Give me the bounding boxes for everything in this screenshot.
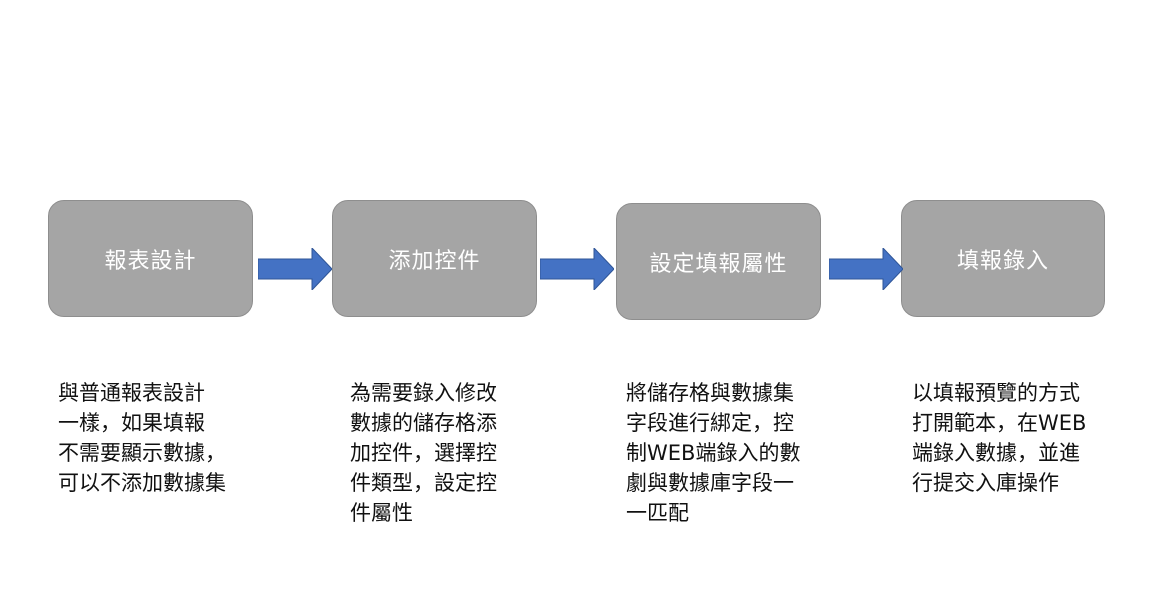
arrow-right-icon <box>829 248 903 290</box>
step-label: 報表設計 <box>104 248 197 274</box>
arrow-right-icon <box>258 248 332 290</box>
step-box-fill-attributes: 設定填報屬性 <box>616 203 821 320</box>
step-description-report-design: 與普通報表設計 一樣，如果填報 不需要顯示數據， 可以不添加數據集 <box>58 381 226 495</box>
step-label: 填報錄入 <box>956 248 1049 274</box>
step-description-data-entry: 以填報預覽的方式 打開範本，在WEB 端錄入數據，並進 行提交入庫操作 <box>912 381 1087 495</box>
step-box-data-entry: 填報錄入 <box>901 200 1105 317</box>
step-box-add-controls: 添加控件 <box>332 200 537 317</box>
arrow-right-icon <box>540 248 614 290</box>
step-label: 設定填報屬性 <box>649 251 788 277</box>
step-description-add-controls: 為需要錄入修改 數據的儲存格添 加控件，選擇控 件類型，設定控 件屬性 <box>350 381 497 525</box>
step-description-fill-attributes: 將儲存格與數據集 字段進行綁定，控 制WEB端錄入的數 劇與數據庫字段一 一匹配 <box>626 381 801 525</box>
step-box-report-design: 報表設計 <box>48 200 253 317</box>
step-label: 添加控件 <box>388 248 481 274</box>
